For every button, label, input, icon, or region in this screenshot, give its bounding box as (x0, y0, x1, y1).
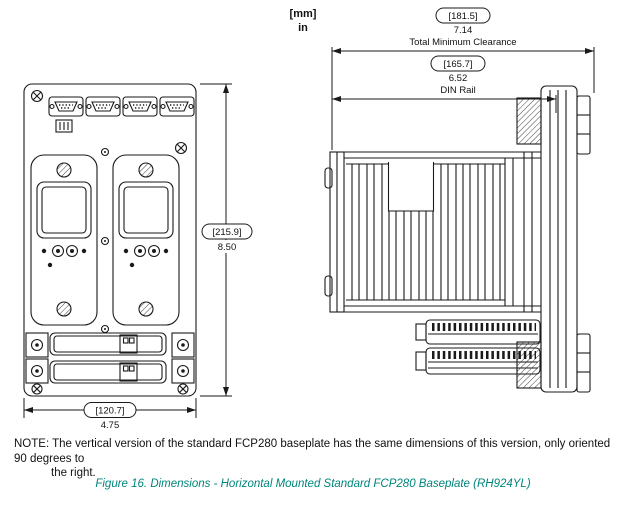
width-in-value: 4.75 (101, 420, 120, 431)
din-rail-clip-top (516, 97, 542, 145)
center-hole-icons (100, 147, 110, 334)
dinrail-label: DIN Rail (440, 85, 475, 96)
terminal-strip-bottom (49, 360, 167, 384)
baseplate-outline (23, 83, 197, 397)
baseplate-edge (540, 85, 591, 393)
din-rail-clip-bottom (516, 341, 542, 389)
heatsink-fins (351, 164, 501, 300)
module-bay-left (30, 154, 98, 326)
module-bay-right (112, 154, 180, 326)
dinrail-in-value: 6.52 (449, 73, 468, 84)
terminal-block-icons (25, 332, 195, 384)
mounting-screw-icons (30, 89, 189, 395)
width-mm-value: [120.7] (95, 406, 124, 417)
connector-row-bottom (415, 347, 541, 375)
connector-row-top (415, 319, 541, 345)
led-indicator (47, 262, 53, 268)
height-mm-value: [215.9] (212, 227, 241, 238)
units-in-label: in (298, 22, 308, 34)
dim-clearance: [181.5] 7.14 Total Minimum Clearance (331, 7, 595, 150)
dsub-connector-icons (48, 96, 195, 117)
dimension-annotations: [mm] in [181.5] 7.14 Total Minimum Clear… (23, 7, 595, 431)
side-view (324, 85, 591, 393)
display-window (36, 181, 92, 239)
height-in-value: 8.50 (218, 242, 237, 253)
module-heatsink (324, 151, 541, 313)
dip-switch-icon (55, 119, 73, 133)
led-indicator (129, 262, 135, 268)
dim-din-rail: [165.7] 6.52 DIN Rail (332, 55, 557, 113)
units-mm-label: [mm] (290, 8, 317, 20)
note-line1: NOTE: The vertical version of the standa… (14, 438, 611, 465)
dinrail-mm-value: [165.7] (443, 59, 472, 70)
clearance-label: Total Minimum Clearance (409, 37, 516, 48)
terminal-strip-top (49, 332, 167, 356)
front-view (23, 83, 197, 397)
dim-width: [120.7] 4.75 (23, 398, 197, 431)
clearance-mm-value: [181.5] (448, 11, 477, 22)
clearance-in-value: 7.14 (454, 25, 473, 36)
dim-height: [215.9] 8.50 (200, 83, 253, 397)
display-window (118, 181, 174, 239)
note-text: NOTE: The vertical version of the standa… (14, 437, 618, 481)
figure-caption: Figure 16. Dimensions - Horizontal Mount… (95, 478, 531, 490)
note-line2: the right. (51, 467, 96, 480)
